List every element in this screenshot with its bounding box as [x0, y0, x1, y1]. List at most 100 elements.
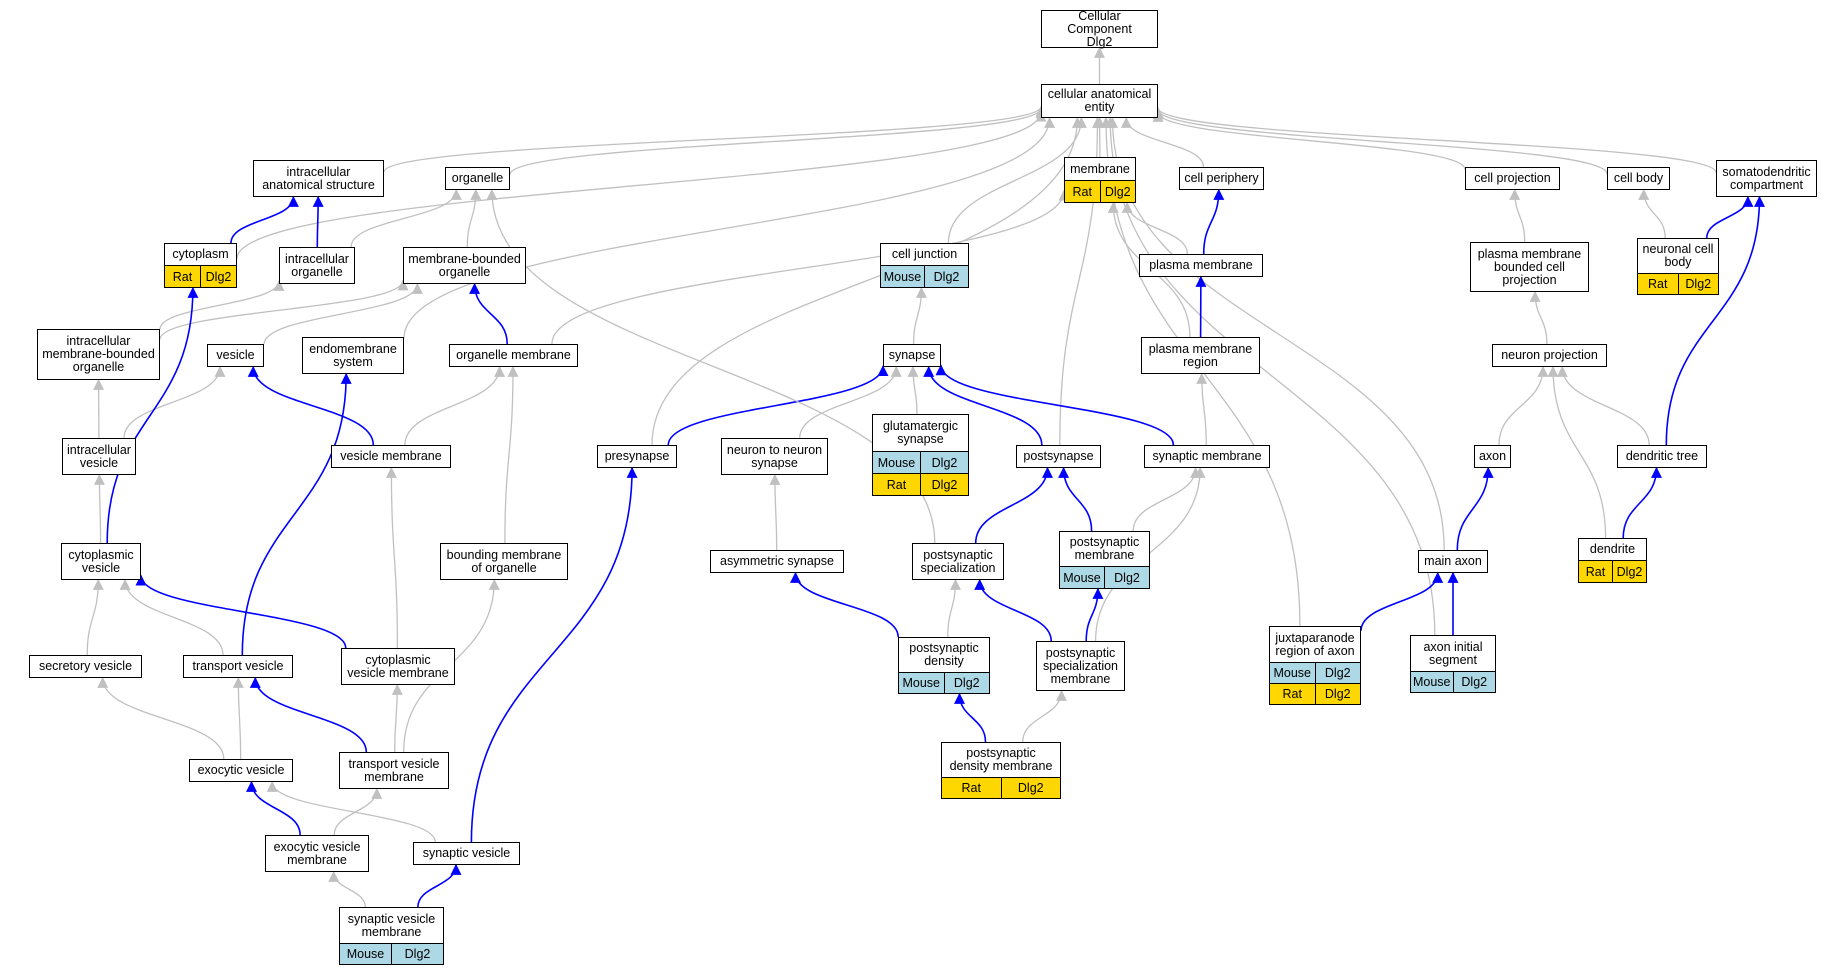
species-cell: Mouse [883, 269, 922, 284]
edge-is-a-axon-to-neuronproj [1498, 365, 1549, 446]
term-node-imbo[interactable]: intracellular membrane-bounded organelle [37, 329, 160, 380]
term-node-n2n[interactable]: neuron to neuron synapse [721, 438, 828, 475]
edge-is-a-endomem-to-cae [403, 116, 1056, 339]
term-node-cellprojection[interactable]: cell projection [1465, 167, 1560, 190]
term-node-neuronproj[interactable]: neuron projection [1492, 344, 1607, 367]
term-node-synmem[interactable]: synaptic membrane [1144, 445, 1270, 468]
term-node-bmo[interactable]: bounding membrane of organelle [440, 543, 568, 580]
edge-part-of-orgmem-to-mbo [469, 282, 508, 345]
term-node-cytovesicle[interactable]: cytoplasmic vesicle [61, 543, 141, 580]
term-node-pss[interactable]: postsynaptic specialization [912, 543, 1004, 580]
term-label: cytoplasmic vesicle [68, 547, 134, 575]
edge-is-a-cvm-to-vesiclemem [385, 466, 399, 649]
edge-part-of-mainaxon-to-axon [1456, 466, 1494, 551]
term-node-mbo[interactable]: membrane-bounded organelle [403, 247, 526, 284]
term-node-cae[interactable]: cellular anatomical entity [1041, 84, 1158, 118]
term-node-postsynapse[interactable]: postsynapse [1016, 445, 1101, 468]
term-label: membrane-bounded organelle [408, 251, 521, 279]
term-label: secretory vesicle [38, 659, 133, 673]
term-node-root[interactable]: Cellular Component Dlg2 [1041, 9, 1158, 48]
term-node-cellbody[interactable]: cell body [1607, 167, 1670, 190]
edge-is-a-n2n-to-synapse [799, 365, 902, 439]
term-node-cellperiphery[interactable]: cell periphery [1179, 167, 1264, 190]
gene-cell: Dlg2 [1104, 567, 1149, 588]
species-cell: Mouse [1412, 675, 1451, 689]
term-node-mainaxon[interactable]: main axon [1418, 550, 1488, 573]
term-node-vesicle[interactable]: vesicle [207, 344, 264, 367]
term-label: main axon [1424, 554, 1482, 568]
term-label: somatodendritic compartment [1722, 164, 1811, 192]
term-node-synves[interactable]: synaptic vesicle [413, 842, 520, 865]
term-node-tvm[interactable]: transport vesicle membrane [339, 752, 449, 789]
term-node-secretory[interactable]: secretory vesicle [29, 655, 142, 678]
term-node-dendtree[interactable]: dendritic tree [1617, 445, 1707, 468]
species-cell: Rat [172, 269, 193, 284]
edge-part-of-tvm-to-transport [249, 676, 368, 753]
edge-is-a-asym-to-n2n [769, 473, 781, 551]
edge-part-of-presynapse-to-synapse [667, 365, 889, 446]
edge-is-a-dendtree-to-neuronproj [1556, 365, 1650, 446]
edge-is-a-intraorg-to-organelle [350, 188, 462, 248]
term-label: axon initial segment [1423, 639, 1483, 667]
term-node-plasmamem[interactable]: plasma membrane [1139, 254, 1263, 277]
term-node-cvm[interactable]: cytoplasmic vesicle membrane [341, 648, 455, 685]
term-label: dendritic tree [1625, 449, 1699, 463]
term-node-axon[interactable]: axon [1474, 445, 1511, 468]
term-node-ias[interactable]: intracellular anatomical structure [253, 160, 384, 197]
term-node-pssm[interactable]: postsynaptic specialization membrane [1036, 641, 1125, 691]
term-node-vesiclemem[interactable]: vesicle membrane [331, 445, 451, 468]
term-label: postsynaptic density membrane [949, 746, 1053, 773]
term-label: glutamatergic synapse [882, 419, 959, 446]
term-label: postsynaptic membrane [1069, 535, 1140, 562]
term-node-intraorg[interactable]: intracellular organelle [279, 247, 355, 284]
edge-is-a-organelle-to-cae [509, 107, 1047, 175]
term-label: neuron to neuron synapse [726, 442, 823, 470]
edge-is-a-vesicle-to-mbo [263, 282, 423, 345]
term-node-pmbcp[interactable]: plasma membrane bounded cell projection [1470, 242, 1589, 292]
term-label: synapse [888, 348, 936, 362]
term-node-asym[interactable]: asymmetric synapse [710, 550, 844, 573]
term-node-presynapse[interactable]: presynapse [597, 445, 677, 468]
term-node-intravesicle[interactable]: intracellular vesicle [62, 438, 136, 475]
gene-cell: Dlg2 [920, 452, 968, 473]
edge-part-of-dendrite-to-dendtree [1622, 466, 1662, 539]
edge-part-of-psdm-to-psd [954, 692, 987, 743]
term-label: synaptic vesicle membrane [347, 911, 436, 939]
edge-is-a-plasmamem-to-membrane [1121, 201, 1189, 255]
edge-part-of-vesiclemem-to-vesicle [247, 365, 375, 446]
edge-is-a-transport-to-cytovesicle [119, 578, 224, 656]
edge-part-of-svm-to-synves [417, 863, 462, 908]
term-node-transport[interactable]: transport vesicle [183, 655, 293, 678]
term-node-orgmem[interactable]: organelle membrane [449, 344, 578, 367]
term-node-pmregion[interactable]: plasma membrane region [1141, 337, 1260, 374]
term-node-somato[interactable]: somatodendritic compartment [1716, 160, 1817, 197]
edge-is-a-mbo-to-organelle [466, 188, 482, 248]
term-label: intracellular vesicle [67, 442, 131, 470]
term-node-endomem[interactable]: endomembrane system [302, 337, 404, 374]
term-label: organelle [451, 171, 504, 185]
term-node-organelle[interactable]: organelle [445, 167, 510, 190]
term-label: synaptic vesicle [422, 846, 511, 860]
term-node-synapse[interactable]: synapse [883, 344, 941, 367]
term-node-exocytic[interactable]: exocytic vesicle [189, 759, 293, 782]
edge-is-a-orgmem-to-membrane [551, 189, 1070, 345]
term-node-evm[interactable]: exocytic vesicle membrane [265, 835, 369, 872]
